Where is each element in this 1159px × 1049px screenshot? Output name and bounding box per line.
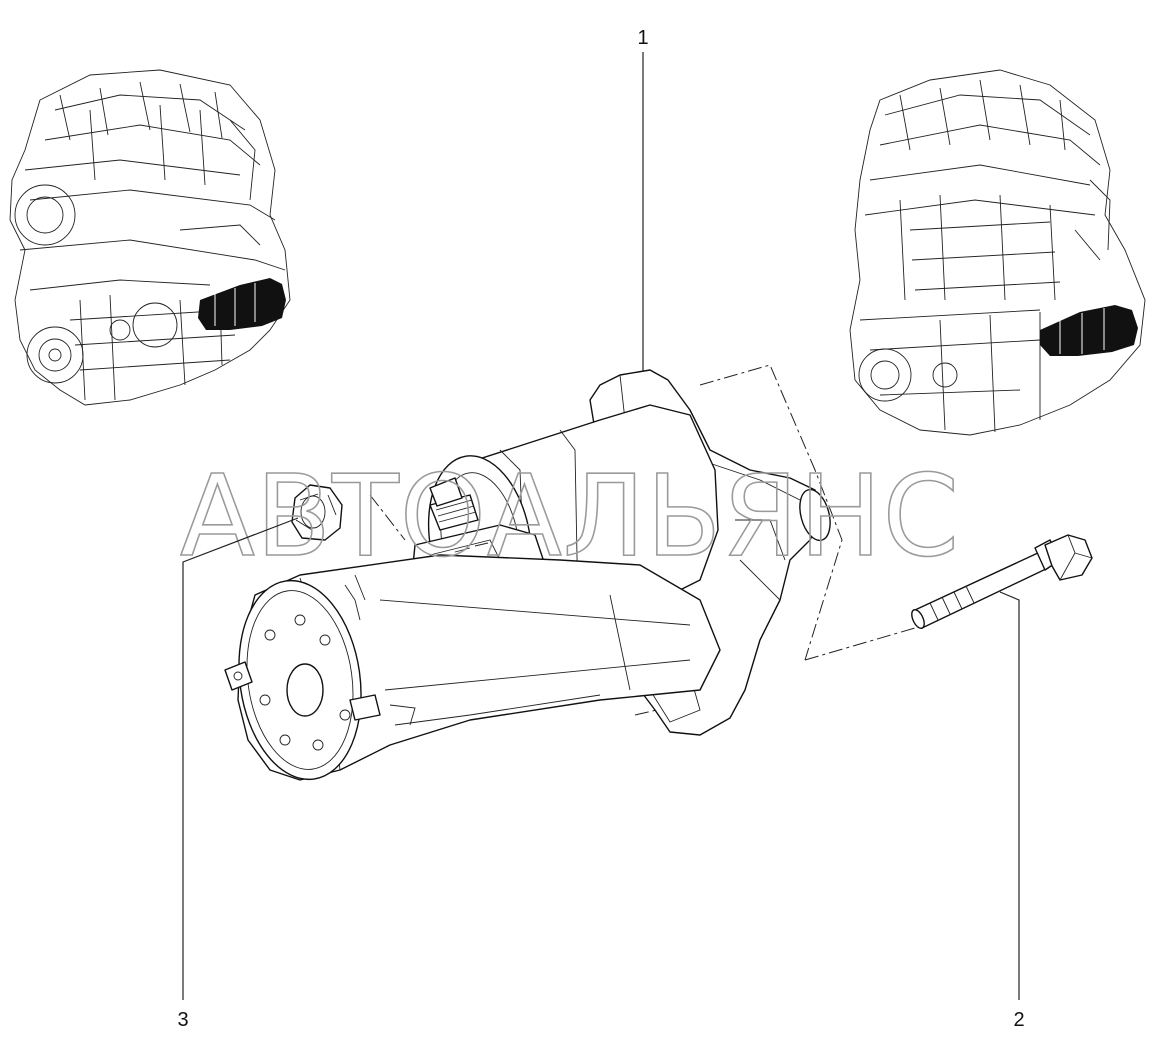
nut-part <box>291 484 343 541</box>
bolt-part <box>911 534 1093 630</box>
callout-1: 1 <box>637 27 648 49</box>
callout-2: 2 <box>1013 1009 1024 1031</box>
starter-motor <box>224 369 831 781</box>
leader-lines <box>182 52 1020 1000</box>
engine-thumbnail-right <box>849 69 1146 436</box>
watermark-text: АВТОАЛЬЯНС <box>180 452 960 582</box>
engine-thumbnail-left <box>9 69 291 406</box>
callout-3: 3 <box>177 1009 188 1031</box>
